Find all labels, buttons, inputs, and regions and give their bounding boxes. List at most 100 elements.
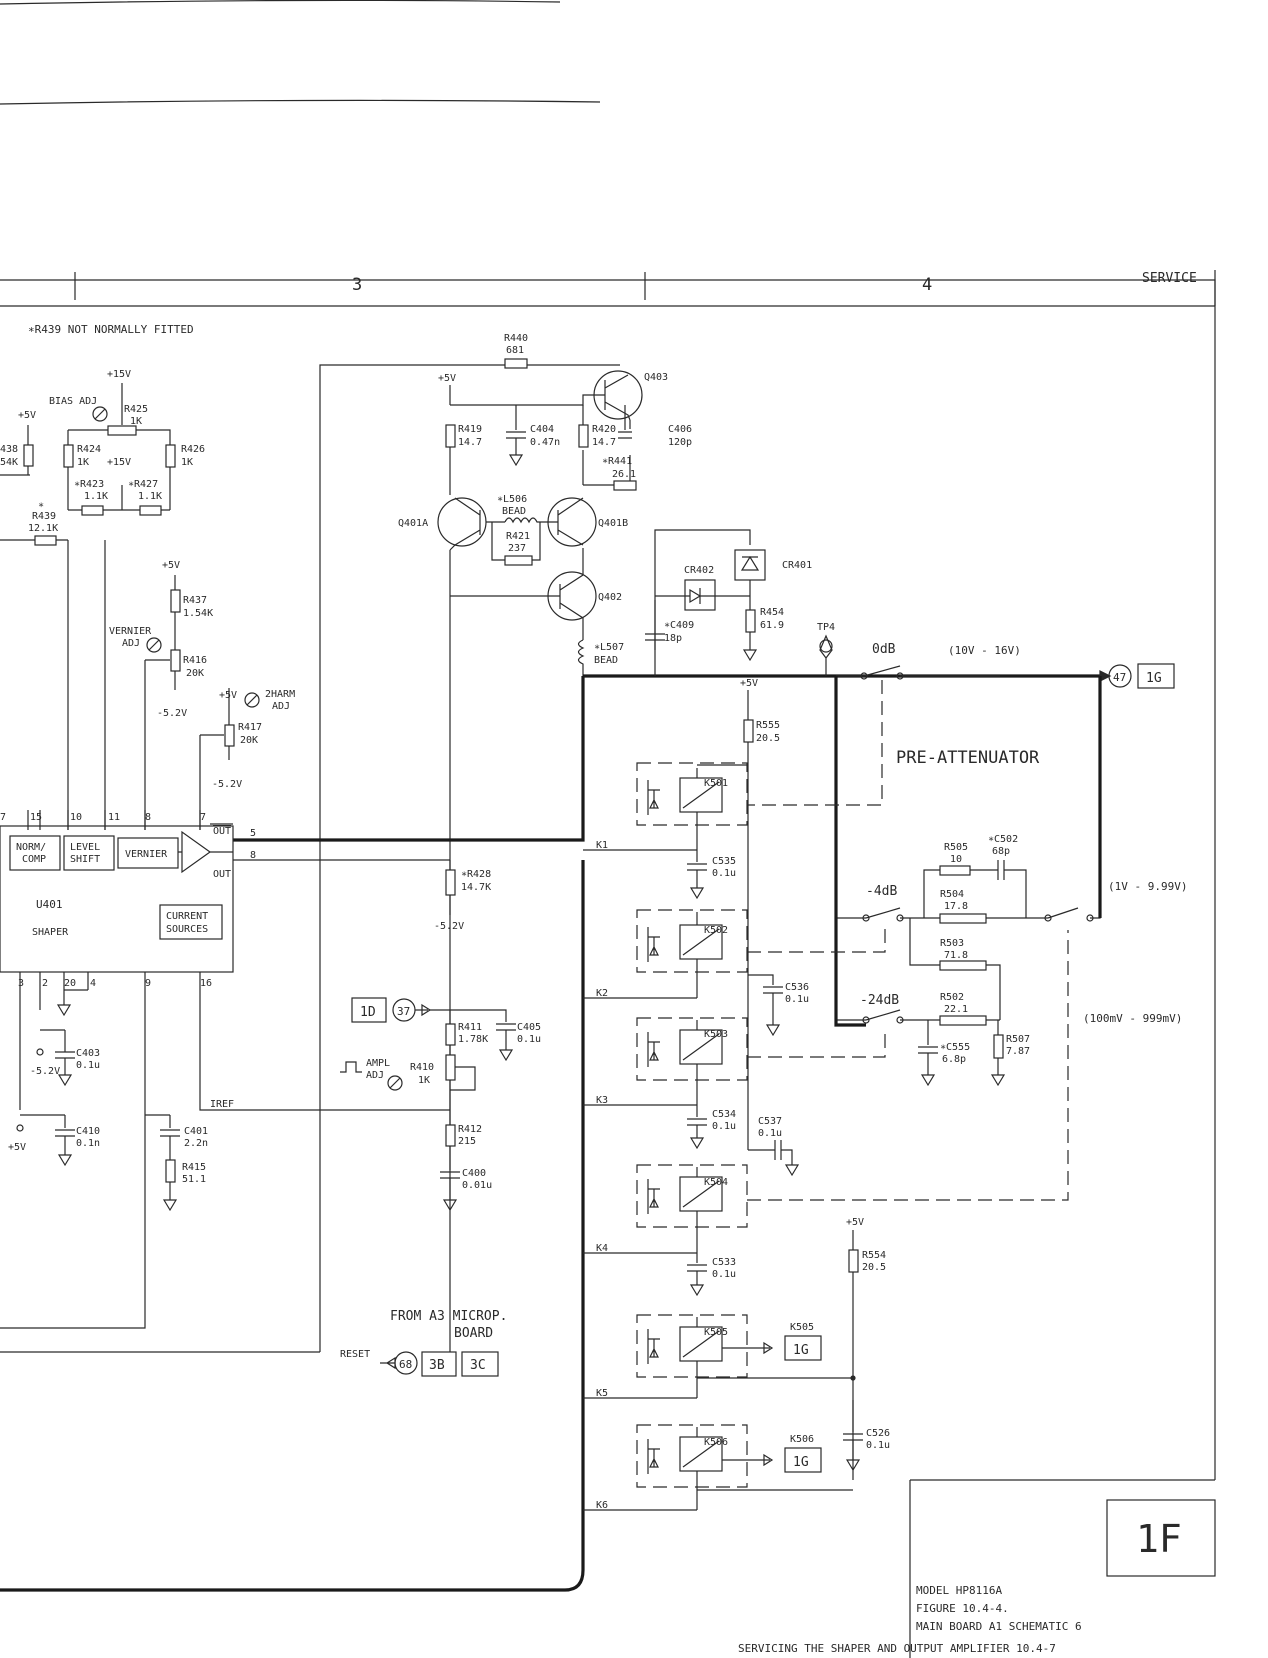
ref-1d-label: 1D	[360, 1005, 376, 1020]
diode-network	[645, 529, 766, 676]
from-board-line-1: FROM A3 MICROP.	[390, 1309, 507, 1324]
k504-label: K504	[704, 1177, 728, 1188]
c534-label: C534	[712, 1109, 736, 1120]
cr401-diode	[734, 549, 766, 581]
ref-1d-box	[351, 997, 387, 1023]
m4db-range: (1V - 9.99V)	[1108, 880, 1187, 893]
ref-3c-box	[461, 1351, 499, 1377]
k502-label: K502	[704, 925, 728, 936]
r424-resistor	[63, 444, 74, 468]
r554-label: R554	[862, 1250, 886, 1261]
k4-label: K4	[596, 1243, 608, 1254]
supply-5v-e: +5V	[8, 1142, 26, 1153]
c410-label: C410	[76, 1126, 100, 1137]
fitting-note: ∗R439 NOT NORMALLY FITTED	[28, 323, 194, 336]
out-label: OUT	[213, 869, 231, 880]
r425-label: R425	[124, 404, 148, 415]
ref-3b-label: 3B	[429, 1358, 445, 1373]
r441-resistor	[613, 480, 637, 491]
r428-resistor	[445, 869, 456, 896]
relay-k503	[636, 1017, 748, 1081]
c535-value: 0.1u	[712, 868, 736, 879]
relay-k505	[636, 1314, 822, 1378]
relay-supply	[687, 690, 863, 1491]
title-block-text: 1F MODEL HP8116A FIGURE 10.4-4. MAIN BOA…	[738, 1517, 1182, 1655]
page-footer: SERVICING THE SHAPER AND OUTPUT AMPLIFIE…	[738, 1642, 1056, 1655]
cr401-label: CR401	[782, 560, 812, 571]
c536-label: C536	[785, 982, 809, 993]
c403-value: 0.1u	[76, 1060, 100, 1071]
tp4-label: TP4	[817, 622, 835, 633]
q402-label: Q402	[598, 592, 622, 603]
supply-5v-g: +5V	[846, 1217, 864, 1228]
q403-label: Q403	[644, 372, 668, 383]
c555-value: 6.8p	[942, 1054, 966, 1065]
bias-adj-label: BIAS ADJ	[49, 396, 97, 407]
c537-label: C537	[758, 1116, 782, 1127]
tp4-testpoint	[819, 634, 833, 676]
r507-resistor	[993, 1034, 1004, 1059]
c537-value: 0.1u	[758, 1128, 782, 1139]
k506-ref-box	[784, 1447, 822, 1473]
attenuator-network	[834, 665, 1102, 1087]
k6-label: K6	[596, 1500, 608, 1511]
l506-label: ∗L506	[497, 494, 527, 505]
reset-label: RESET	[340, 1349, 370, 1360]
zone-4-label: 4	[922, 275, 932, 295]
relay-k502	[636, 909, 748, 973]
c404-value: 0.47n	[530, 437, 560, 448]
k505-ref-box	[784, 1335, 822, 1361]
c533-value: 0.1u	[712, 1269, 736, 1280]
out-bar-label: OUT	[213, 826, 231, 837]
level-shift-block	[63, 835, 115, 871]
k505-ref-label: K505	[790, 1322, 814, 1333]
frame	[0, 0, 1216, 1480]
supply-5v-d: +5V	[219, 690, 237, 701]
relay-k506	[636, 1424, 822, 1490]
ampl-adj-pot	[387, 1075, 403, 1091]
r410-value: 1K	[418, 1075, 430, 1086]
r504-value: 17.8	[944, 901, 968, 912]
harm-label-2: ADJ	[272, 701, 290, 712]
k506-label: K506	[704, 1437, 728, 1448]
r437-label: R437	[183, 595, 207, 606]
pin-2: 2	[42, 978, 48, 989]
pin-15: 15	[30, 812, 42, 823]
c526-value: 0.1u	[866, 1440, 890, 1451]
supply-15v-a: +15V	[107, 369, 131, 380]
r426-resistor	[165, 444, 176, 468]
r555-resistor	[743, 719, 754, 743]
r417-resistor	[224, 724, 235, 747]
from-board-line-2: BOARD	[454, 1326, 493, 1341]
ref-1g-box	[1137, 663, 1175, 689]
k2-label: K2	[596, 988, 608, 999]
c536-value: 0.1u	[785, 994, 809, 1005]
odb-label: 0dB	[872, 642, 896, 657]
k505-ref-text: 1G	[793, 1343, 809, 1358]
r428-value: 14.7K	[461, 882, 491, 893]
r410-label: R410	[410, 1062, 434, 1073]
r441-label: ∗R441	[602, 456, 632, 467]
pin-10: 10	[70, 812, 82, 823]
r454-value: 61.9	[760, 620, 784, 631]
attenuator-dashes	[747, 680, 1069, 1201]
current-sources-block	[159, 904, 223, 940]
r412-label: R412	[458, 1124, 482, 1135]
c534-value: 0.1u	[712, 1121, 736, 1132]
l506-value: BEAD	[502, 506, 526, 517]
connector-labels: 47 1G 37 1D 68 3B 3C 1G 1G FROM A3 MICRO…	[360, 671, 1162, 1470]
r439-value: 12.1K	[28, 523, 58, 534]
c533-label: C533	[712, 1257, 736, 1268]
connector-47	[1108, 664, 1132, 688]
r554-resistor	[848, 1249, 859, 1273]
m24db-range: (100mV - 999mV)	[1083, 1012, 1182, 1025]
norm-comp-block	[9, 835, 61, 871]
level-shift-line-1: LEVEL	[70, 842, 100, 853]
bias-adj-pot	[92, 406, 108, 422]
r421-label: R421	[506, 531, 530, 542]
k501-label: K501	[704, 778, 728, 789]
r438-label: 438	[0, 444, 18, 455]
r439-label: R439	[32, 511, 56, 522]
r503-label: R503	[940, 938, 964, 949]
